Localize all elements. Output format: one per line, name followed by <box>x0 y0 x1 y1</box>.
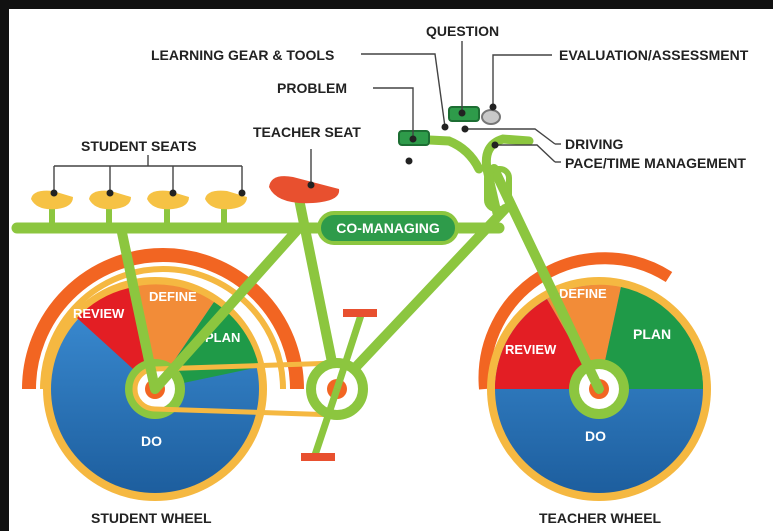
student-seats <box>31 190 247 210</box>
pace-label: PACE/TIME MANAGEMENT <box>565 155 746 171</box>
bicycle-frame <box>11 134 604 394</box>
bicycle-diagram: REVIEW DEFINE PLAN DO REVIEW DEFINE PLAN… <box>11 23 749 526</box>
annotation-lines <box>53 41 561 193</box>
teacher-define-label: DEFINE <box>559 286 607 301</box>
student-seat-4 <box>205 190 247 210</box>
evaluation-bell <box>481 109 501 125</box>
student-define-label: DEFINE <box>149 289 197 304</box>
co-managing-badge: CO-MANAGING <box>317 211 459 245</box>
crank <box>301 309 377 461</box>
student-seat-3 <box>147 190 189 210</box>
evaluation-label: EVALUATION/ASSESSMENT <box>559 47 749 63</box>
teacher-segment-plan <box>599 287 704 389</box>
teacher-plan-label: PLAN <box>633 326 671 342</box>
student-seats-label: STUDENT SEATS <box>81 138 197 154</box>
student-seat-1 <box>31 190 73 210</box>
teacher-do-label: DO <box>585 428 606 444</box>
teacher-review-label: REVIEW <box>505 342 557 357</box>
student-wheel-fender <box>22 248 304 390</box>
diagram-canvas: REVIEW DEFINE PLAN DO REVIEW DEFINE PLAN… <box>9 9 773 531</box>
annotation-dots <box>50 103 499 197</box>
teacher-seat-label: TEACHER SEAT <box>253 124 361 140</box>
student-seat-2 <box>89 190 131 210</box>
student-review-label: REVIEW <box>73 306 125 321</box>
co-managing-label: CO-MANAGING <box>336 220 440 236</box>
learning-gear-label: LEARNING GEAR & TOOLS <box>151 47 334 63</box>
driving-label: DRIVING <box>565 136 623 152</box>
question-label: QUESTION <box>426 23 499 39</box>
teacher-wheel-label: TEACHER WHEEL <box>539 510 662 526</box>
student-wheel-label: STUDENT WHEEL <box>91 510 212 526</box>
teacher-segment-review <box>495 299 599 389</box>
teacher-seat <box>269 176 340 204</box>
student-plan-label: PLAN <box>205 330 240 345</box>
student-do-label: DO <box>141 433 162 449</box>
problem-label: PROBLEM <box>277 80 347 96</box>
